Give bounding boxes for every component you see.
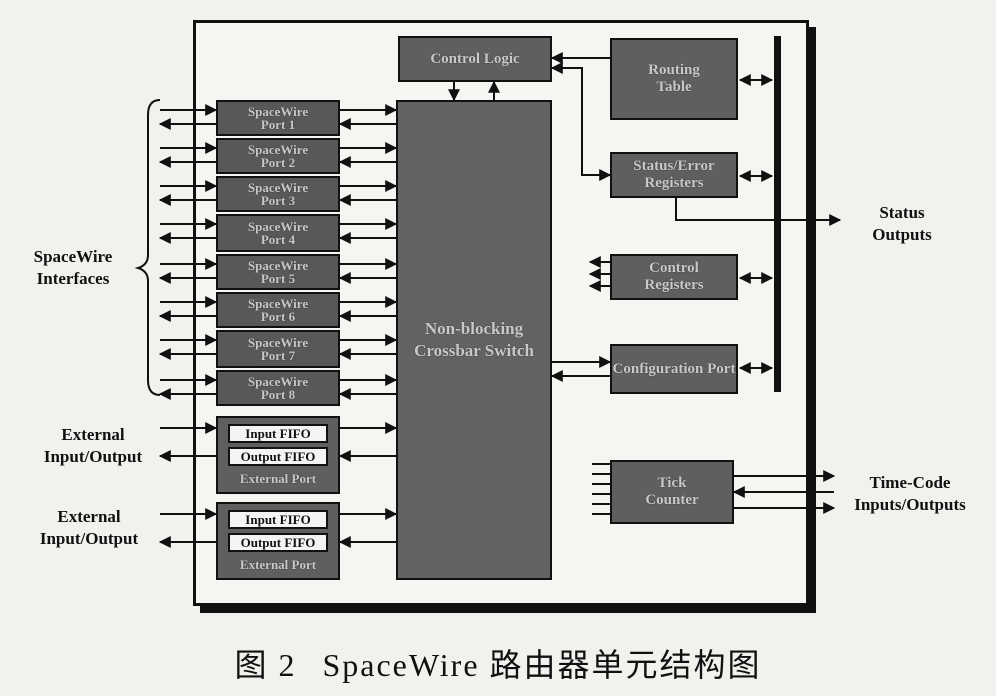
control-logic-label: Control Logic — [430, 50, 520, 67]
control-logic-block: Control Logic — [398, 36, 552, 82]
routing-table-block: Routing Table — [610, 38, 738, 120]
tick-counter-label: Tick Counter — [645, 475, 699, 508]
spacewire-port-7: SpaceWire Port 7 — [216, 330, 340, 368]
external-port-1: Input FIFO Output FIFO External Port — [216, 416, 340, 494]
port-label: SpaceWire Port 5 — [247, 258, 309, 286]
time-code-label: Time-Code Inputs/Outputs — [854, 473, 966, 514]
input-fifo-2: Input FIFO — [228, 510, 328, 529]
port-label: SpaceWire Port 3 — [247, 180, 309, 208]
external-io-label-2: External Input/Output — [39, 507, 139, 548]
external-port-2-label: External Port — [239, 557, 317, 572]
figure-caption: 图 2 SpaceWire 路由器单元结构图 — [0, 640, 996, 686]
output-fifo-1: Output FIFO — [228, 447, 328, 466]
port-label: SpaceWire Port 8 — [247, 374, 309, 402]
status-error-label: Status/Error Registers — [633, 158, 715, 191]
spacewire-port-8: SpaceWire Port 8 — [216, 370, 340, 406]
figure-title: SpaceWire 路由器单元结构图 — [322, 647, 762, 683]
port-label: SpaceWire Port 6 — [247, 296, 309, 324]
crossbar-switch-label: Non-blocking Crossbar Switch — [414, 319, 534, 360]
interfaces-brace — [134, 99, 161, 396]
control-bus — [774, 36, 781, 392]
spacewire-port-2: SpaceWire Port 2 — [216, 138, 340, 174]
tick-counter-block: Tick Counter — [610, 460, 734, 524]
control-registers-label: Control Registers — [644, 260, 704, 293]
port-label: SpaceWire Port 7 — [247, 335, 309, 363]
spacewire-port-6: SpaceWire Port 6 — [216, 292, 340, 328]
external-io-label-1: External Input/Output — [43, 425, 143, 466]
port-label: SpaceWire Port 4 — [247, 219, 309, 247]
port-label: SpaceWire Port 1 — [247, 104, 309, 132]
control-registers-block: Control Registers — [610, 254, 738, 300]
spacewire-interfaces-label: SpaceWire Interfaces — [33, 247, 113, 288]
figure-number: 图 2 — [234, 647, 297, 683]
spacewire-port-4: SpaceWire Port 4 — [216, 214, 340, 252]
status-error-registers-block: Status/Error Registers — [610, 152, 738, 198]
port-label: SpaceWire Port 2 — [247, 142, 309, 170]
crossbar-switch-block: Non-blocking Crossbar Switch — [396, 100, 552, 580]
spacewire-port-5: SpaceWire Port 5 — [216, 254, 340, 290]
spacewire-port-1: SpaceWire Port 1 — [216, 100, 340, 136]
wire — [675, 198, 842, 226]
external-port-2: Input FIFO Output FIFO External Port — [216, 502, 340, 580]
routing-table-label: Routing Table — [648, 62, 700, 95]
configuration-port-block: Configuration Port — [610, 344, 738, 394]
status-outputs-label: Status Outputs — [872, 203, 932, 244]
external-port-1-label: External Port — [239, 471, 317, 486]
wire — [550, 62, 610, 176]
output-fifo-2: Output FIFO — [228, 533, 328, 552]
input-fifo-1: Input FIFO — [228, 424, 328, 443]
spacewire-port-3: SpaceWire Port 3 — [216, 176, 340, 212]
configuration-port-label: Configuration Port — [612, 360, 736, 377]
